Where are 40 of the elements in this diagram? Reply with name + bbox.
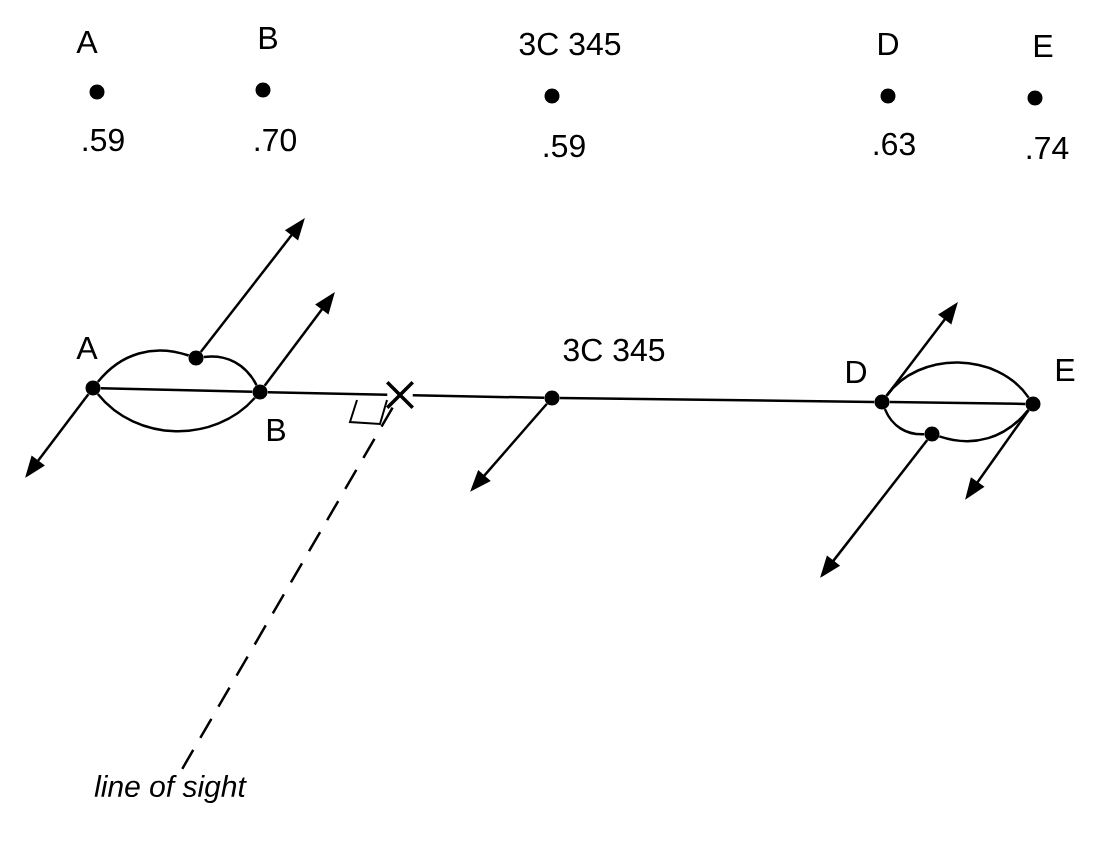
dot <box>85 380 101 396</box>
connector-line <box>100 386 253 394</box>
orbit-arc <box>883 408 925 436</box>
connector-line <box>889 400 1026 406</box>
value-label: .70 <box>255 128 296 152</box>
dot <box>1025 396 1041 412</box>
point-label: 3C 345 <box>563 338 665 362</box>
dot <box>89 84 105 100</box>
point-label: E <box>1056 359 1075 381</box>
dot <box>188 350 204 366</box>
connector-line <box>412 394 545 400</box>
point-label: B <box>267 419 285 441</box>
orbit-arc <box>96 393 256 433</box>
orbit-arc <box>203 355 258 386</box>
dot <box>255 82 271 98</box>
point-label: A <box>76 337 98 359</box>
cross-mark <box>385 380 415 410</box>
dot <box>924 426 940 442</box>
value-label: .59 <box>83 128 124 152</box>
value-label: .63 <box>874 132 915 156</box>
point-label: D <box>879 33 899 55</box>
dot <box>544 88 560 104</box>
dot <box>874 394 890 410</box>
dot <box>1027 90 1043 106</box>
dot <box>544 390 560 406</box>
orbit-arc <box>938 409 1030 443</box>
connector-line <box>559 396 875 404</box>
point-label: E <box>1034 35 1053 57</box>
point-label: A <box>76 31 98 53</box>
point-label: B <box>259 27 277 49</box>
point-label: D <box>847 361 867 383</box>
sight-line <box>181 407 394 770</box>
value-label: .74 <box>1027 137 1069 159</box>
orbit-arc <box>96 349 190 383</box>
annotation-text: line of sight <box>94 775 247 803</box>
connector-line <box>267 390 388 396</box>
dot <box>252 384 268 400</box>
value-label: .59 <box>544 134 585 158</box>
dot <box>880 88 896 104</box>
point-label: 3C 345 <box>519 32 621 56</box>
